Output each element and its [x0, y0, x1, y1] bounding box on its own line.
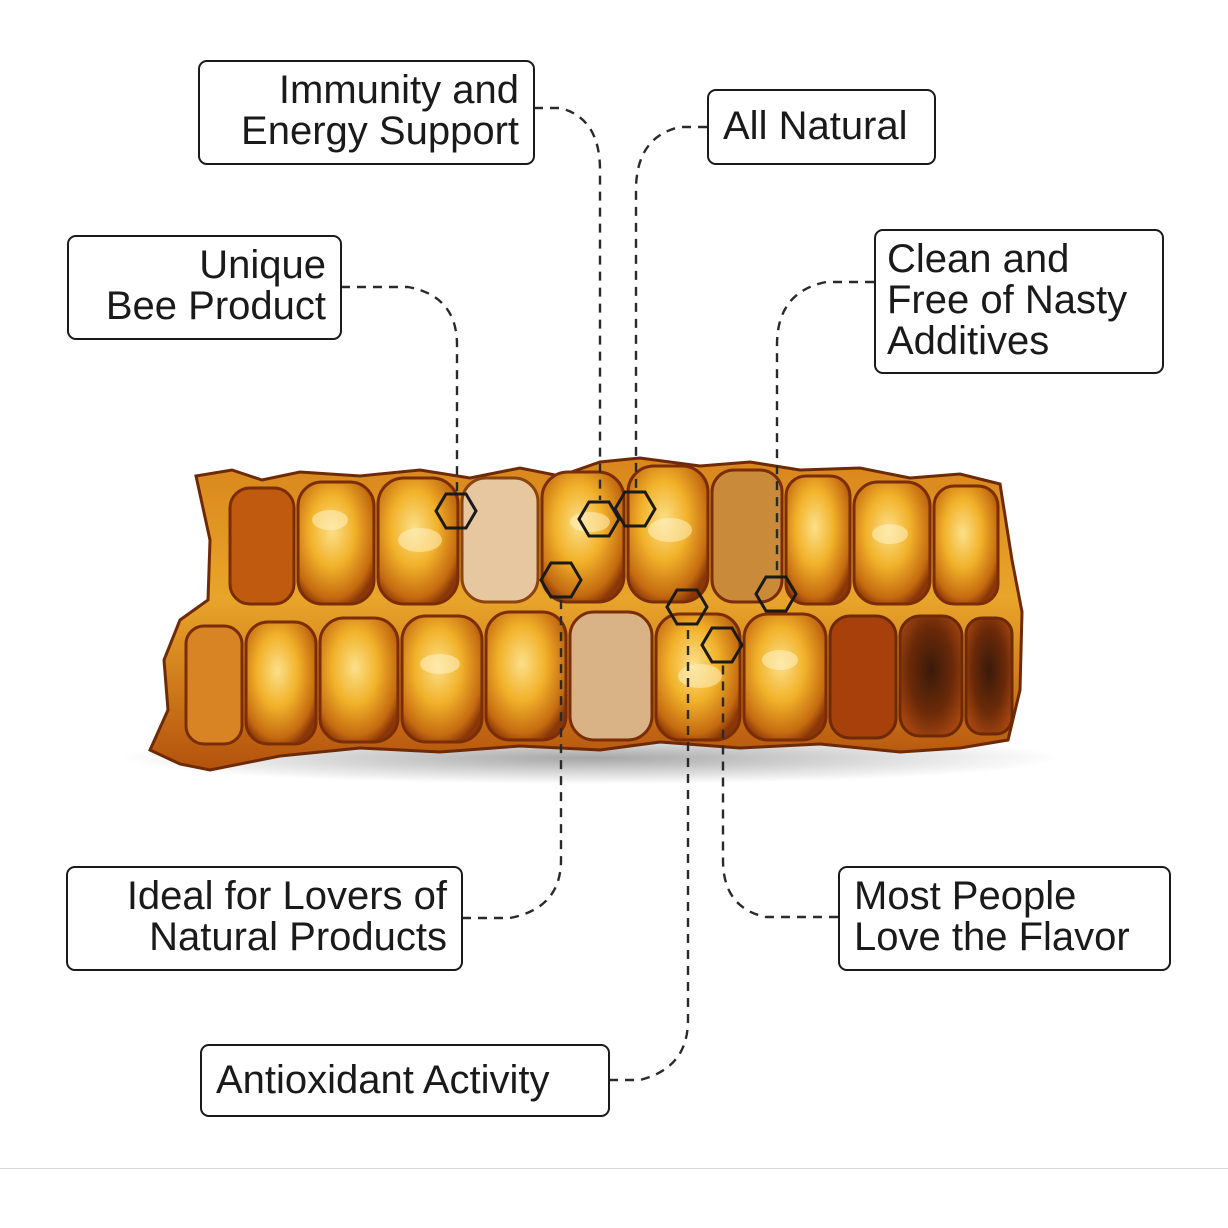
connector-all-natural	[634, 125, 707, 490]
connector-flavor	[721, 664, 838, 919]
honeycomb-cell	[318, 616, 400, 744]
callout-line: Immunity and	[278, 68, 519, 112]
honeycomb-cell	[244, 620, 318, 746]
honeycomb-cell	[828, 614, 898, 740]
honeycomb-cell	[784, 474, 852, 606]
connector-lines	[341, 106, 874, 1082]
bottom-divider	[0, 1168, 1228, 1169]
honeycomb-cell	[184, 624, 244, 746]
honeycomb-cell	[296, 480, 376, 606]
callout-line: Free of Nasty	[887, 278, 1128, 322]
connector-ideal	[462, 600, 563, 920]
hexagon-marker-icon	[754, 575, 798, 613]
callout-line: Antioxidant Activity	[216, 1058, 550, 1102]
hexagon-marker-icon	[665, 588, 709, 626]
hexagon-marker-icon	[539, 561, 583, 599]
honeycomb-cell	[228, 486, 296, 606]
honeycomb-cell	[964, 616, 1014, 736]
callout-clean-free: Clean and Free of Nasty Additives	[874, 229, 1164, 374]
callout-line: Bee Product	[105, 284, 326, 328]
callout-line: Additives	[887, 319, 1050, 363]
connector-unique	[341, 285, 459, 492]
honeycomb-cell	[460, 476, 540, 604]
lower-cell-row	[184, 610, 1014, 746]
connector-immunity	[534, 106, 602, 500]
honeycomb-cell	[568, 610, 654, 742]
callout-line: All Natural	[723, 104, 908, 148]
callout-antioxidant-activity: Antioxidant Activity	[200, 1044, 610, 1117]
callout-ideal-natural-products: Ideal for Lovers of Natural Products	[66, 866, 463, 971]
hexagon-marker-icon	[577, 500, 621, 538]
callout-immunity-energy: Immunity and Energy Support	[198, 60, 535, 165]
honeycomb-cell	[400, 614, 484, 744]
honeycomb-cell	[742, 612, 828, 742]
callout-line: Unique	[199, 243, 326, 287]
connector-antioxidant	[609, 626, 690, 1082]
callout-unique-bee-product: Unique Bee Product	[67, 235, 342, 340]
callout-line: Love the Flavor	[854, 915, 1130, 959]
hexagon-marker-icon	[434, 492, 478, 530]
hexagon-markers	[434, 490, 798, 664]
callout-line: Ideal for Lovers of	[126, 874, 447, 918]
honeycomb-cell	[484, 610, 568, 742]
callout-all-natural: All Natural	[707, 89, 936, 165]
callout-most-people-flavor: Most People Love the Flavor	[838, 866, 1171, 971]
hexagon-marker-icon	[700, 626, 744, 664]
callout-line: Clean and	[887, 237, 1070, 281]
honeycomb-cell	[898, 614, 964, 738]
honeycomb-cell	[932, 484, 1000, 606]
callout-line: Energy Support	[241, 109, 519, 153]
callout-line: Most People	[854, 874, 1077, 918]
callout-line: Natural Products	[149, 915, 447, 959]
connector-clean	[775, 280, 874, 576]
hexagon-marker-icon	[613, 490, 657, 528]
honeycomb-cell	[710, 468, 784, 604]
honeycomb-cell	[540, 470, 626, 604]
